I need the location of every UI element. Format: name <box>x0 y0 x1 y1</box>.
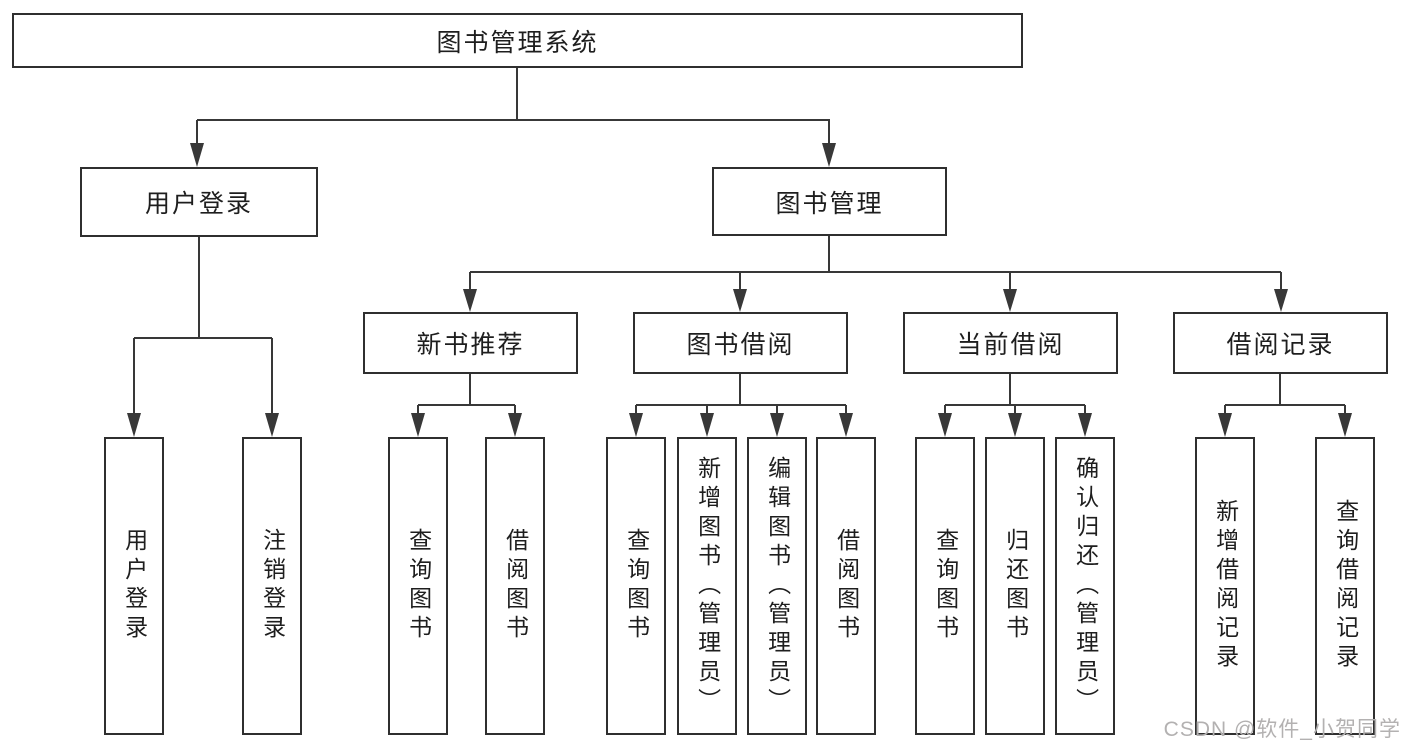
root-node-library-system: 图书管理系统 <box>12 13 1023 68</box>
leaf-borrow-books: 借阅图书 <box>816 437 876 735</box>
node-current-borrowing: 当前借阅 <box>903 312 1118 374</box>
csdn-watermark: CSDN @软件_小贺同学 <box>1163 718 1401 741</box>
leaf-borrow-books-recommend: 借阅图书 <box>485 437 545 735</box>
node-book-management: 图书管理 <box>712 167 947 236</box>
leaf-add-book-admin: 新增图书（管理员） <box>677 437 737 735</box>
node-new-book-recommend: 新书推荐 <box>363 312 578 374</box>
node-borrowing-records: 借阅记录 <box>1173 312 1388 374</box>
leaf-query-books-borrow: 查询图书 <box>606 437 666 735</box>
leaf-confirm-return-admin: 确认归还（管理员） <box>1055 437 1115 735</box>
leaf-return-book: 归还图书 <box>985 437 1045 735</box>
leaf-edit-book-admin: 编辑图书（管理员） <box>747 437 807 735</box>
leaf-logout: 注销登录 <box>242 437 302 735</box>
leaf-query-books-recommend: 查询图书 <box>388 437 448 735</box>
leaf-user-login: 用户登录 <box>104 437 164 735</box>
leaf-query-borrow-record: 查询借阅记录 <box>1315 437 1375 735</box>
leaf-query-books-current: 查询图书 <box>915 437 975 735</box>
node-book-borrowing: 图书借阅 <box>633 312 848 374</box>
node-user-login: 用户登录 <box>80 167 318 237</box>
leaf-add-borrow-record: 新增借阅记录 <box>1195 437 1255 735</box>
